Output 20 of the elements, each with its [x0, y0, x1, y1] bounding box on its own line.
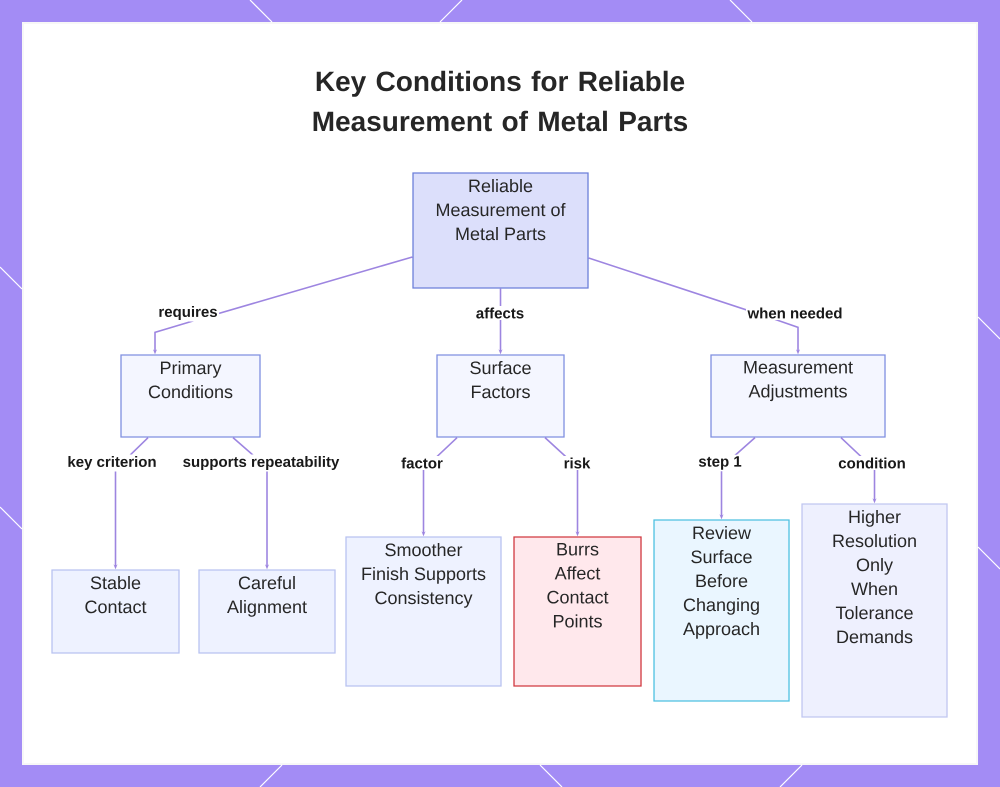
edge-label: supports repeatability	[181, 454, 341, 472]
concept-box: Higher Resolution Only When Tolerance Demands	[801, 503, 948, 718]
edge-label: risk	[562, 456, 592, 470]
concept-box: Review Surface Before Changing Approach	[653, 519, 790, 702]
concept-box: Smoother Finish Supports Consistency	[345, 536, 502, 687]
edge-label: step 1	[696, 454, 744, 472]
concept-box: Reliable Measurement of Metal Parts	[412, 172, 589, 289]
concept-box: Burrs Affect Contact Points	[513, 536, 642, 687]
concept-box: Primary Conditions	[120, 354, 261, 438]
edge-label: affects	[474, 306, 526, 320]
edge-label: key criterion	[66, 454, 158, 472]
title: Key Conditions for Reliable Measurement of Metal Parts	[314, 70, 688, 132]
concept-box: Measurement Adjustments	[710, 354, 886, 438]
edge-label: condition	[836, 456, 908, 470]
edge-label: factor	[400, 456, 444, 470]
concept-box: Surface Factors	[436, 354, 565, 438]
edge-label: when needed	[746, 306, 844, 320]
concept-box: Stable Contact	[51, 569, 180, 654]
concept-box: Careful Alignment	[198, 569, 336, 654]
edge-label: requires	[156, 304, 220, 322]
